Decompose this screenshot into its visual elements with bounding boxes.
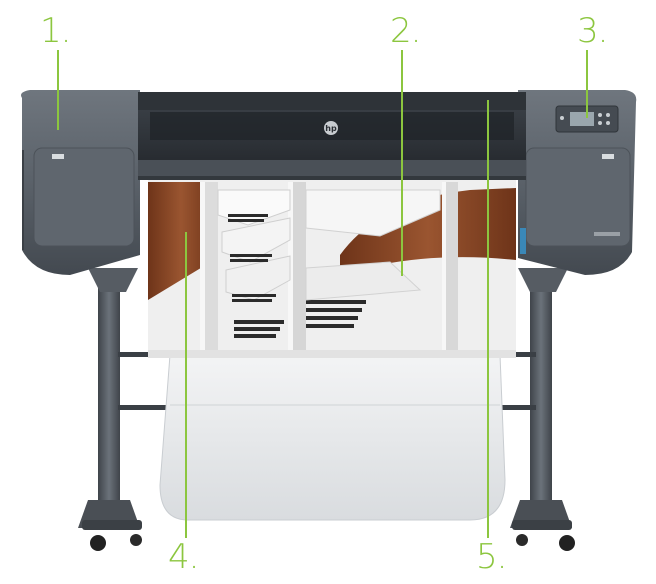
hp-logo-icon (324, 121, 338, 135)
printer-body: hp (21, 90, 637, 275)
callout-number-5: 5. (476, 537, 507, 577)
callout-number-2: 2. (390, 11, 421, 51)
printed-paper (148, 180, 516, 358)
callout-number-3: 3. (577, 11, 608, 51)
callout-lines (57, 50, 588, 538)
left-leg (78, 270, 142, 551)
svg-text:hp: hp (325, 124, 337, 133)
right-leg (510, 270, 575, 551)
callout-number-4: 4. (168, 537, 199, 577)
callout-number-1: 1. (40, 11, 71, 51)
left-ink-cover (33, 147, 135, 247)
right-ink-cover (525, 147, 631, 247)
paper-bin (159, 354, 506, 521)
